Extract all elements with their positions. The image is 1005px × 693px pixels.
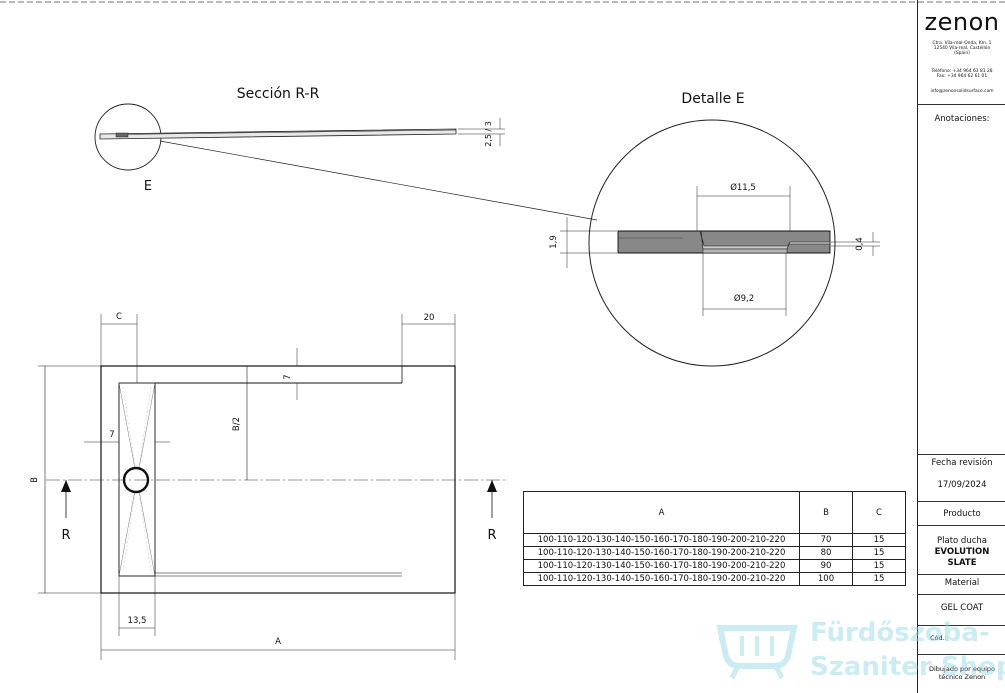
bathtub-icon (716, 625, 798, 680)
tray-outline (100, 365, 456, 594)
detail-marker-label: E (144, 179, 152, 194)
dim-thickness: 2,5 / 3 (484, 121, 493, 147)
email: info@zenonsolidsurface.com (930, 89, 994, 94)
dim-step: 0,4 (855, 237, 865, 251)
cell-b: 90 (799, 559, 853, 573)
section-view: Sección R-R 2,5 / 3 E (94, 86, 598, 221)
phone: Teléfono: +34 964 63 81 28 (931, 69, 993, 74)
cell-a: 100-110-120-130-140-150-160-170-180-190-… (523, 546, 800, 560)
section-inner-line (119, 129, 457, 135)
header-c: C (852, 491, 906, 534)
watermark-line-2: Szaniter Shop (810, 652, 1005, 682)
cell-c: 15 (852, 559, 906, 573)
cell-a: 100-110-120-130-140-150-160-170-180-190-… (523, 533, 800, 547)
section-title: Sección R-R (237, 86, 320, 102)
cell-b: 100 (799, 572, 853, 586)
detail-view: Detalle E Ø11,5 Ø9,2 1,9 0,4 (549, 91, 880, 367)
cell-c: 15 (852, 533, 906, 547)
detail-title: Detalle E (681, 91, 744, 107)
notes-label: Anotaciones: (934, 114, 990, 124)
date-label: Fecha revisión (931, 458, 993, 468)
dim-outer-dia: Ø11,5 (730, 182, 756, 193)
dim-a: A (275, 637, 281, 647)
dim-20: 20 (424, 313, 435, 323)
dim-7-top: 7 (283, 374, 293, 379)
code-label: Cód.: (930, 634, 947, 642)
dim-inner-dia: Ø9,2 (734, 293, 754, 304)
address-line-2: 12540 Vila-real, Castellón (933, 46, 991, 51)
dim-7-left: 7 (109, 430, 114, 440)
section-profile (99, 128, 457, 140)
watermark-line-1: Fürdőszoba- (810, 618, 990, 648)
table-row: 100-110-120-130-140-150-160-170-180-190-… (523, 533, 906, 547)
cell-a: 100-110-120-130-140-150-160-170-180-190-… (523, 572, 800, 586)
dim-c: C (116, 312, 122, 322)
product-label: Producto (943, 509, 981, 519)
header-b: B (799, 491, 853, 534)
header-a: A (523, 491, 800, 534)
spec-table: A B C 100-110-120-130-140-150-160-170-18… (523, 491, 906, 586)
spec-table-header: A B C (523, 491, 906, 534)
product-line-2: EVOLUTION (934, 547, 990, 557)
drawn-line-2: técnico Zenon (938, 673, 986, 681)
material-label: Material (944, 578, 980, 588)
table-row: 100-110-120-130-140-150-160-170-180-190-… (523, 572, 906, 586)
table-row: 100-110-120-130-140-150-160-170-180-190-… (523, 559, 906, 573)
plan-view: R R C 20 7 B/2 7 B 13,5 (30, 312, 505, 660)
section-label-right: R (487, 528, 496, 543)
date-value: 17/09/2024 (937, 480, 987, 490)
product-line-3: SLATE (947, 558, 977, 568)
cell-b: 70 (799, 533, 853, 547)
cell-c: 15 (852, 572, 906, 586)
address-line-3: (Spain) (954, 51, 970, 56)
table-row: 100-110-120-130-140-150-160-170-180-190-… (523, 546, 906, 560)
watermark: Fürdőszoba- Szaniter Shop (712, 604, 1005, 690)
detail-leader (159, 140, 598, 221)
dim-height: 1,9 (549, 235, 559, 249)
dim-b: B (30, 477, 40, 483)
cell-c: 15 (852, 546, 906, 560)
drawn-line-1: Dibujado por equipo (928, 665, 995, 673)
cell-b: 80 (799, 546, 853, 560)
section-label-left: R (61, 528, 70, 543)
cell-a: 100-110-120-130-140-150-160-170-180-190-… (523, 559, 800, 573)
section-drain-cut (115, 132, 129, 138)
fax: Fax: +34 964 62 61 01 (936, 74, 988, 79)
product-line-1: Plato ducha (937, 536, 987, 546)
detail-circle-large (588, 119, 836, 367)
dim-b-half: B/2 (232, 417, 242, 431)
material-value: GEL COAT (940, 603, 984, 613)
dim-13-5: 13,5 (128, 616, 147, 626)
address-line-1: Ctra. Vila-real-Onda, Km. 1 (932, 41, 992, 46)
brand-logo: zenon (924, 8, 1000, 36)
title-block: zenon Ctra. Vila-real-Onda, Km. 1 12540 … (917, 0, 1005, 693)
